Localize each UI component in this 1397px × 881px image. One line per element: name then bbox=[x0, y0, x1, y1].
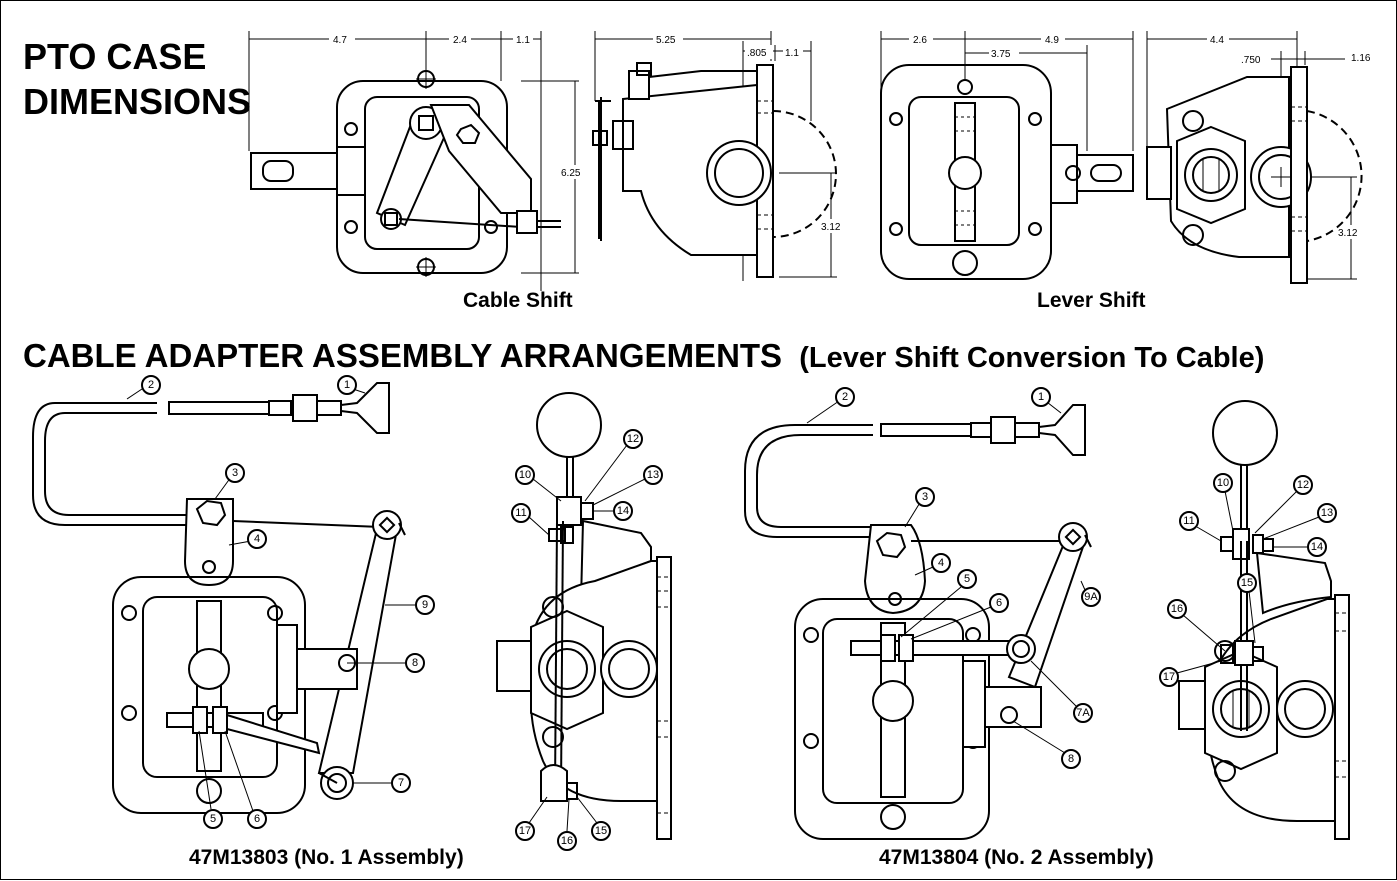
dim-lever-side-right: 1.16 bbox=[1351, 53, 1371, 64]
callout-16: 16 bbox=[561, 835, 573, 847]
callout-a2-1: 1 bbox=[1038, 391, 1044, 403]
callouts-assembly-1-side: 12 13 10 14 11 17 16 15 bbox=[511, 429, 663, 851]
subtitle-assembly-2: 47M13804 (No. 2 Assembly) bbox=[879, 846, 1154, 869]
assembly-1-front-view: 1 2 3 4 9 8 7 6 5 bbox=[32, 375, 435, 829]
callout-5: 5 bbox=[210, 813, 216, 825]
callout-17: 17 bbox=[519, 825, 531, 837]
callout-a2-6: 6 bbox=[996, 597, 1002, 609]
callout-13: 13 bbox=[647, 469, 659, 481]
title-pto-case-2: DIMENSIONS bbox=[23, 81, 251, 122]
callouts-assembly-2-side: 10 12 11 13 14 15 16 17 bbox=[1159, 473, 1337, 687]
assembly-2-front-view: 1 2 3 4 5 6 9A 7A 8 bbox=[744, 387, 1101, 840]
callout-7: 7 bbox=[398, 777, 404, 789]
title-cable-adapter: CABLE ADAPTER ASSEMBLY ARRANGEMENTS (Lev… bbox=[23, 337, 1264, 374]
callout-a2-15: 15 bbox=[1241, 577, 1253, 589]
callout-12: 12 bbox=[627, 433, 639, 445]
dim-cable-side-flange: .805 bbox=[747, 48, 767, 59]
dim-cable-side-width: 5.25 bbox=[656, 35, 676, 46]
callout-a2-8: 8 bbox=[1068, 753, 1074, 765]
dim-cable-front-right: 1.1 bbox=[516, 35, 530, 46]
callout-3: 3 bbox=[232, 467, 238, 479]
callout-14: 14 bbox=[617, 505, 629, 517]
callout-a2-5: 5 bbox=[964, 573, 970, 585]
dim-cable-side-right: 1.1 bbox=[785, 48, 799, 59]
cable-shift-front-view: 4.7 2.4 1.1 6.25 bbox=[248, 31, 585, 291]
dim-lever-front-mid: 3.75 bbox=[991, 49, 1011, 60]
callout-a2-17: 17 bbox=[1163, 671, 1175, 683]
callout-a2-16: 16 bbox=[1171, 603, 1183, 615]
dim-cable-front-width: 4.7 bbox=[333, 35, 347, 46]
dim-lever-side-flange: .750 bbox=[1241, 55, 1261, 66]
callout-a2-3: 3 bbox=[922, 491, 928, 503]
callout-a2-13: 13 bbox=[1321, 507, 1333, 519]
callout-a2-14: 14 bbox=[1311, 541, 1323, 553]
dim-lever-side-width: 4.4 bbox=[1210, 35, 1224, 46]
callout-6: 6 bbox=[254, 813, 260, 825]
callout-9: 9 bbox=[422, 599, 428, 611]
assembly-2-side-view: 10 12 11 13 14 15 16 17 bbox=[1159, 400, 1350, 840]
callout-a2-10: 10 bbox=[1217, 477, 1229, 489]
dim-lever-side-height: 3.12 bbox=[1338, 228, 1358, 239]
assembly-1-side-view: 12 13 10 14 11 17 16 15 bbox=[496, 392, 672, 851]
callout-11: 11 bbox=[515, 507, 526, 519]
callout-7a: 7A bbox=[1076, 707, 1090, 719]
dim-lever-front-left: 2.6 bbox=[913, 35, 927, 46]
title-pto-case-1: PTO CASE bbox=[23, 36, 206, 77]
callouts-assembly-1: 1 2 3 4 9 8 7 6 5 bbox=[126, 375, 435, 829]
callout-2: 2 bbox=[148, 379, 154, 391]
callout-1: 1 bbox=[344, 379, 350, 391]
cable-shift-side-view: 5.25 .805 1.1 3.12 bbox=[592, 31, 845, 281]
dim-lever-front-total: 4.9 bbox=[1045, 35, 1059, 46]
callout-9a: 9A bbox=[1084, 591, 1098, 603]
dim-cable-front-mid: 2.4 bbox=[453, 35, 467, 46]
callout-a2-2: 2 bbox=[842, 391, 848, 403]
callout-a2-11: 11 bbox=[1183, 515, 1194, 527]
subtitle-assembly-1: 47M13803 (No. 1 Assembly) bbox=[189, 846, 464, 869]
callout-10: 10 bbox=[519, 469, 531, 481]
callout-15: 15 bbox=[595, 825, 607, 837]
lever-shift-side-view: 4.4 .750 1.16 3.12 bbox=[1146, 31, 1371, 284]
subtitle-lever-shift: Lever Shift bbox=[1037, 289, 1146, 312]
dim-cable-front-height: 6.25 bbox=[561, 168, 581, 179]
callouts-assembly-2: 1 2 3 4 5 6 9A 7A 8 bbox=[806, 387, 1101, 769]
dim-cable-side-height: 3.12 bbox=[821, 222, 841, 233]
subtitle-cable-shift: Cable Shift bbox=[463, 289, 573, 312]
callout-8: 8 bbox=[412, 657, 418, 669]
callout-a2-4: 4 bbox=[938, 557, 944, 569]
lever-shift-front-view: 2.6 4.9 3.75 bbox=[880, 31, 1134, 280]
callout-a2-12: 12 bbox=[1297, 479, 1309, 491]
callout-4: 4 bbox=[254, 533, 260, 545]
